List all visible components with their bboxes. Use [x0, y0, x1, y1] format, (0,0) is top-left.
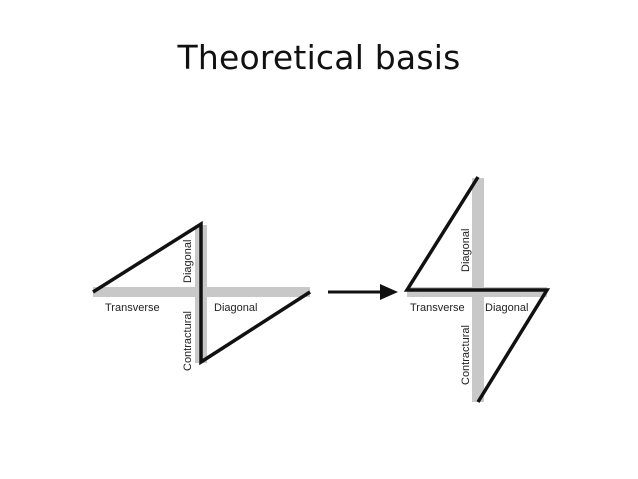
right-horizontal-left-label: Transverse	[410, 302, 465, 314]
slide-title: Theoretical basis	[177, 38, 461, 77]
left-figure: Diagonal Contractural Transverse Diagona…	[92, 220, 311, 371]
left-vertical-bottom-label: Contractural	[182, 311, 194, 371]
right-horizontal-band	[407, 287, 547, 297]
right-z-shape	[403, 176, 551, 403]
left-horizontal-right-label: Diagonal	[214, 302, 257, 314]
right-vertical-bottom-label: Contractural	[460, 325, 472, 385]
left-horizontal-left-label: Transverse	[105, 302, 160, 314]
left-z-shape	[92, 220, 311, 366]
right-figure: Diagonal Contractural Transverse Diagona…	[403, 176, 551, 403]
right-vertical-top-label: Diagonal	[460, 229, 472, 272]
left-vertical-top-label: Diagonal	[182, 240, 194, 283]
transposition-arrow	[328, 284, 398, 300]
right-horizontal-right-label: Diagonal	[485, 302, 528, 314]
